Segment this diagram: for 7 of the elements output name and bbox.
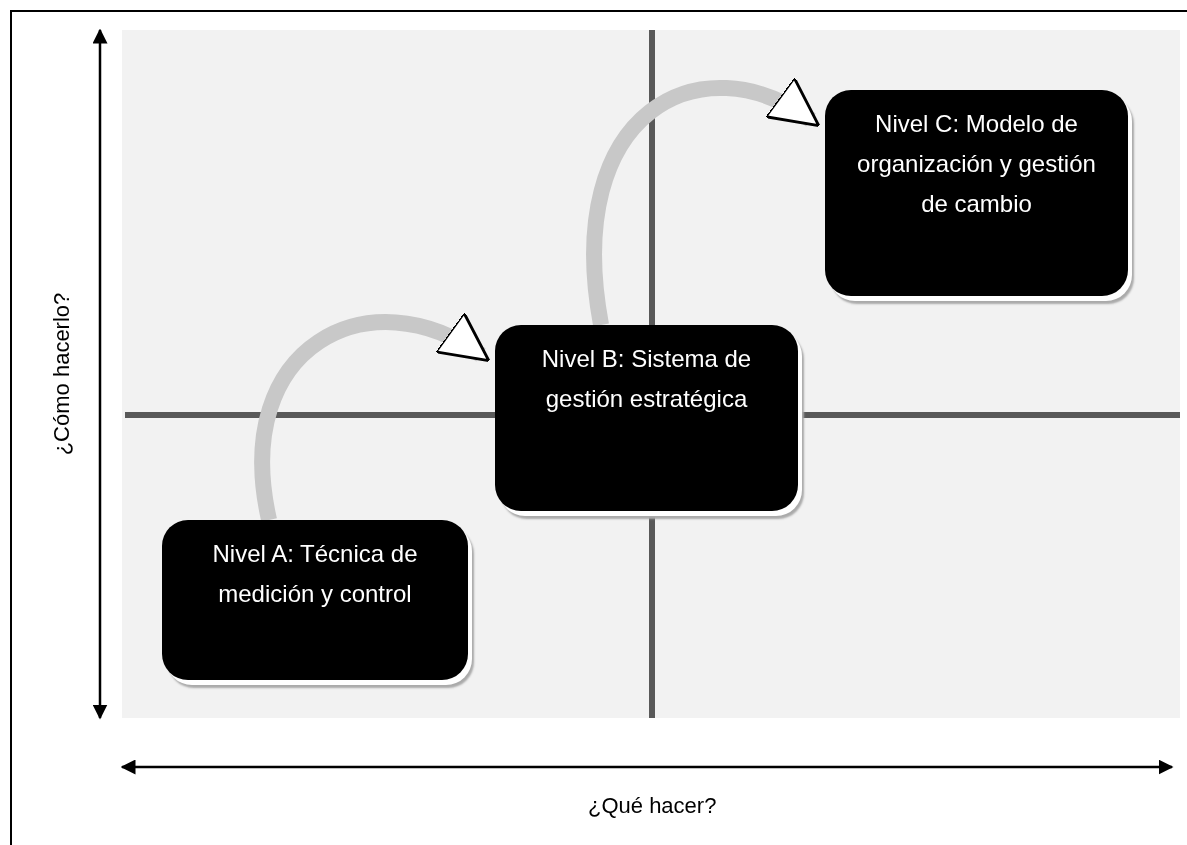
level-text: Nivel C: Modelo de organización y gestión de cambio <box>857 110 1096 217</box>
curved-arrow <box>254 313 491 522</box>
level-text: Nivel B: Sistema de gestión estratégica <box>541 345 752 412</box>
axis-label: ¿Cómo hacerlo? <box>48 292 75 456</box>
level-text: Nivel A: Técnica de medición y control <box>212 540 418 607</box>
axis-label: ¿Qué hacer? <box>588 793 717 819</box>
curved-arrow <box>586 78 821 326</box>
